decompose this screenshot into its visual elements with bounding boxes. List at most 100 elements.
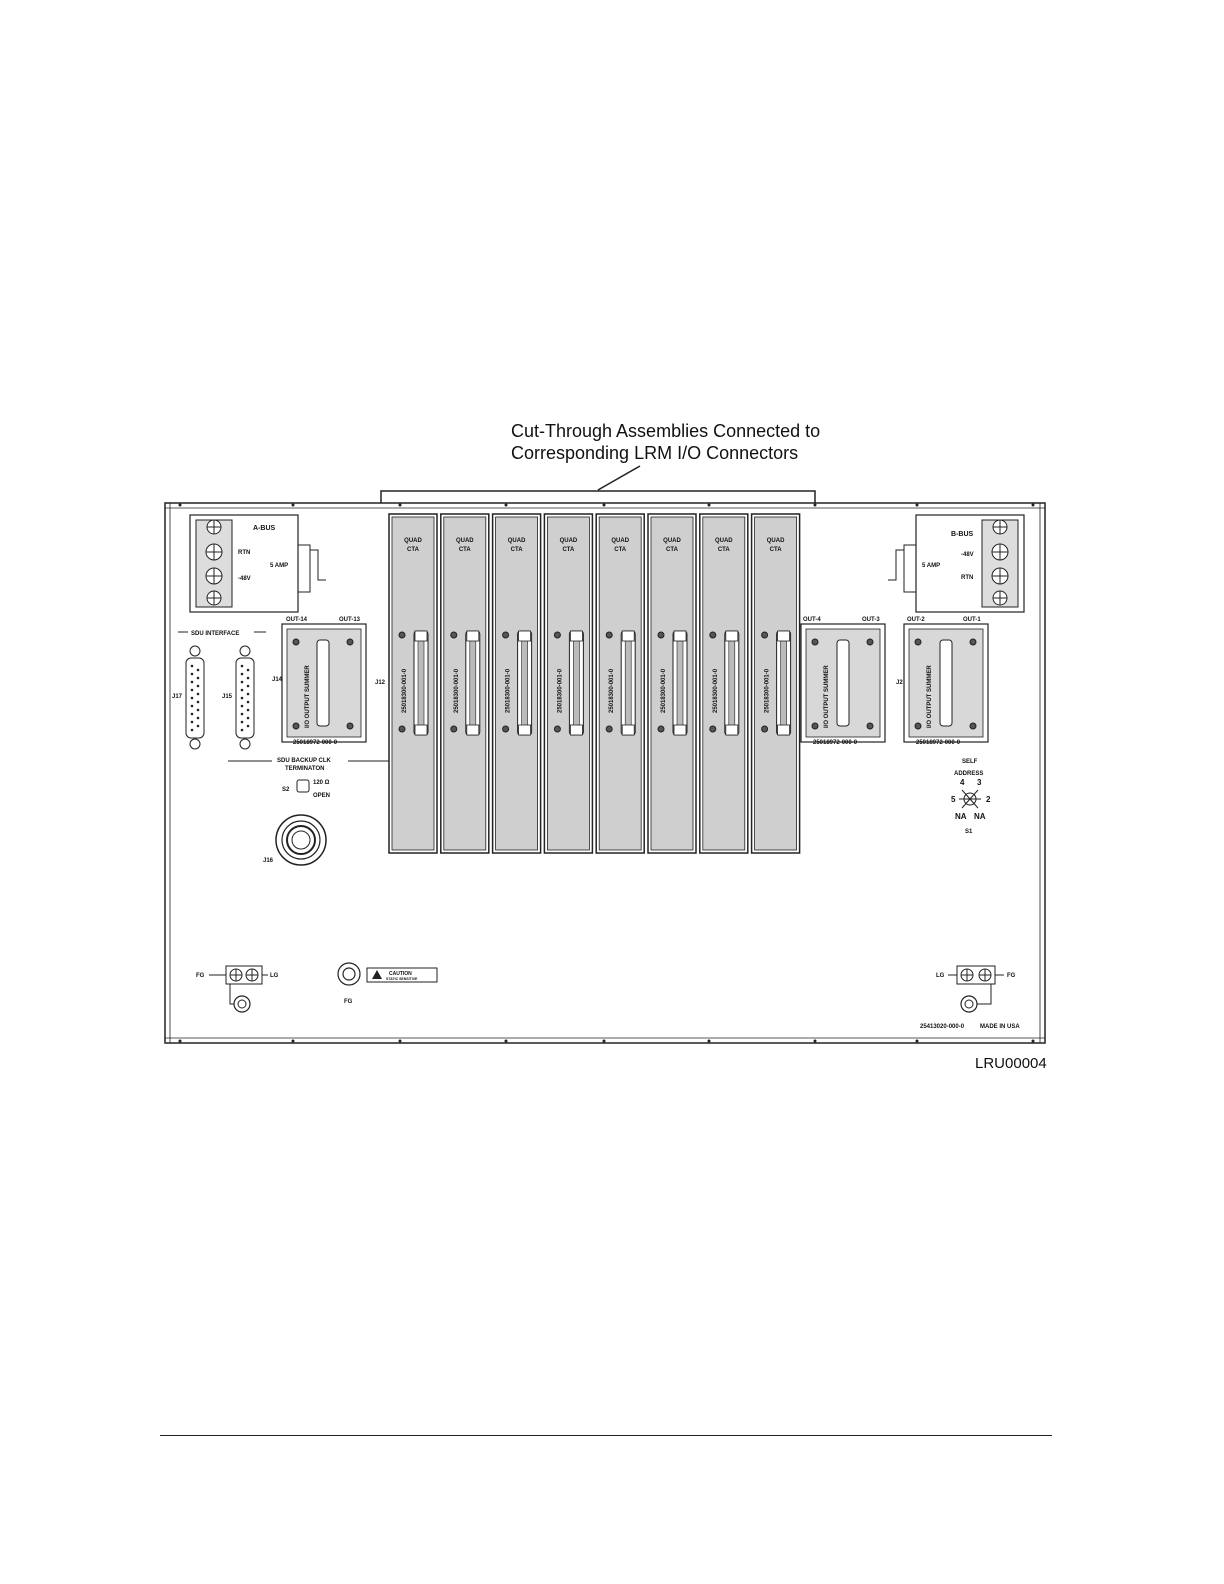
s2-switch <box>296 779 310 793</box>
screw-icon <box>502 631 510 639</box>
screw-icon <box>761 631 769 639</box>
cta-card-line2: CTA <box>718 547 731 553</box>
cta-card-line1: QUAD <box>611 538 629 544</box>
screw-icon <box>960 968 992 982</box>
cta-card-line2: CTA <box>511 547 524 553</box>
screw-icon <box>553 725 561 733</box>
caution-static-label: CAUTION STATIC SENSITIVE <box>366 967 438 983</box>
j2-label: J2 <box>896 680 903 686</box>
cta-card-line2: CTA <box>562 547 575 553</box>
summer-part-number: 25018972-000-0 <box>916 740 961 746</box>
out-2-label: OUT-2 <box>907 617 925 623</box>
summer-title: I/O OUTPUT SUMMER <box>305 665 311 728</box>
s2-label: S2 <box>282 787 290 793</box>
callout-line-1: Cut-Through Assemblies Connected to <box>511 421 821 441</box>
s1-label: S1 <box>965 829 973 835</box>
power-terminal-b-bus: B-BUS -48V 5 AMP RTN <box>888 514 1025 613</box>
self-address-switch: SELF ADDRESS 4 3 5 2 NA NA S1 <box>951 759 991 835</box>
sdu-backup-label: SDU BACKUP CLK <box>277 758 332 764</box>
s2-120-label: 120 Ω <box>313 780 330 786</box>
j14-label: J14 <box>272 677 283 683</box>
callout-label: Cut-Through Assemblies Connected to Corr… <box>511 420 820 464</box>
rotary-switch-icon <box>959 789 981 809</box>
addr-na-b: NA <box>974 812 986 821</box>
cta-card-line2: CTA <box>770 547 783 553</box>
caution-text: CAUTION <box>389 971 412 977</box>
summer-title: I/O OUTPUT SUMMER <box>927 665 933 728</box>
screw-icon <box>229 968 259 982</box>
cta-card-part: 25018300-001-0 <box>557 668 563 713</box>
out-4-label: OUT-4 <box>803 617 821 623</box>
cta-card-line1: QUAD <box>767 538 785 544</box>
cta-card-part: 25018300-001-0 <box>506 668 512 713</box>
screw-icon <box>657 631 665 639</box>
addr-3: 3 <box>977 778 982 787</box>
output-summer-out-4-3: OUT-4 OUT-3 I/O OUTPUT SUMMER 25018972-0… <box>800 617 886 746</box>
cta-card: QUAD CTA 25018300-001-0 <box>750 513 801 854</box>
summer-title: I/O OUTPUT SUMMER <box>824 665 830 728</box>
cta-card-part: 25018300-001-0 <box>713 668 719 713</box>
ground-fg-left: FG <box>196 973 205 979</box>
d-sub-connector-j17 <box>185 645 205 750</box>
screw-icon <box>398 725 406 733</box>
cta-card-line1: QUAD <box>404 538 422 544</box>
cta-card-line1: QUAD <box>715 538 733 544</box>
cta-card-line1: QUAD <box>508 538 526 544</box>
fg-center-stud: FG <box>337 962 361 1005</box>
b-bus-amp-label: 5 AMP <box>922 563 940 569</box>
sdu-backup-clk: SDU BACKUP CLK TERMINATON S2 120 Ω OPEN <box>228 758 389 799</box>
d-sub-connector-j15 <box>235 645 255 750</box>
cta-card-line1: QUAD <box>456 538 474 544</box>
b-bus-label: B-BUS <box>951 531 973 538</box>
footer-rule <box>160 1435 1052 1436</box>
part-number-label: 25413020-000-0 <box>920 1024 965 1030</box>
screw-icon <box>605 631 613 639</box>
ground-stud-right: LG FG <box>936 965 1016 1013</box>
addr-2: 2 <box>986 795 991 804</box>
out-1-label: OUT-1 <box>963 617 981 623</box>
cta-card-line1: QUAD <box>663 538 681 544</box>
address-label: ADDRESS <box>954 771 983 777</box>
cta-card-part: 25018300-001-0 <box>661 668 667 713</box>
screw-icon <box>709 631 717 639</box>
j17-label: J17 <box>172 694 183 700</box>
addr-5: 5 <box>951 795 956 804</box>
callout-line-2: Corresponding LRM I/O Connectors <box>511 443 799 463</box>
cta-card-part: 25018300-001-0 <box>765 668 771 713</box>
cta-card-part: 25018300-001-0 <box>454 668 460 713</box>
j16-label: J16 <box>263 858 274 864</box>
cta-card-part: 25018300-001-0 <box>402 668 408 713</box>
screw-icon <box>450 725 458 733</box>
cta-card-part: 25018300-001-0 <box>609 668 615 713</box>
fg-center-label: FG <box>344 999 353 1005</box>
static-sensitive-text: STATIC SENSITIVE <box>386 977 418 981</box>
self-label: SELF <box>962 759 978 765</box>
sdu-interface-label: SDU INTERFACE <box>191 631 239 637</box>
summer-part-number: 25018972-000-0 <box>293 740 338 746</box>
cta-card-line2: CTA <box>666 547 679 553</box>
panel-edge-holes <box>178 503 1035 1043</box>
screw-icon <box>761 725 769 733</box>
sdu-interface: SDU INTERFACE J17 J15 <box>172 631 266 750</box>
cta-card: QUAD CTA 25018300-001-0 <box>647 513 697 854</box>
made-in-usa-label: MADE IN USA <box>980 1024 1020 1030</box>
screw-icon <box>398 631 406 639</box>
cta-card-line2: CTA <box>459 547 472 553</box>
s2-open-label: OPEN <box>313 793 330 799</box>
addr-na-a: NA <box>955 812 967 821</box>
j12-label: J12 <box>375 680 386 686</box>
cta-card: QUAD CTA 25018300-001-0 <box>699 513 749 854</box>
ground-fg-right: FG <box>1007 973 1016 979</box>
out-13-label: OUT-13 <box>339 617 361 623</box>
a-bus-label: A-BUS <box>253 525 275 532</box>
cta-card-line2: CTA <box>407 547 420 553</box>
a-bus-neg-label: -48V <box>238 576 251 582</box>
screw-icon <box>657 725 665 733</box>
output-summer-j14: OUT-14 OUT-13 I/O OUTPUT SUMMER 25018972… <box>272 617 367 746</box>
b-bus-neg-label: -48V <box>961 552 974 558</box>
terminal-screw-icon <box>991 519 1009 606</box>
cta-card: QUAD CTA 25018300-001-0 <box>388 513 438 854</box>
